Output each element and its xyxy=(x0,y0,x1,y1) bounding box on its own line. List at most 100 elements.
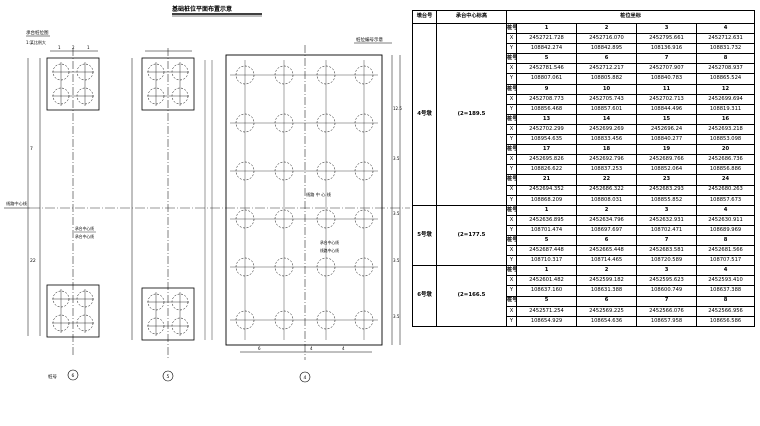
table-cell: 108697.697 xyxy=(576,224,637,236)
center-caption-3: 线路中心线 xyxy=(320,248,339,253)
table-cell: 2452702.299 xyxy=(516,123,577,136)
row-label: Y xyxy=(506,164,517,176)
table-cell: 108868.209 xyxy=(516,194,577,206)
center-caption-2: 承台中心线 xyxy=(320,240,339,245)
table-cell: 108654.929 xyxy=(516,315,577,327)
row-label: 桩号 xyxy=(506,265,517,277)
row-label: X xyxy=(506,275,517,287)
row-label: X xyxy=(506,184,517,196)
table-cell: 24 xyxy=(695,174,756,186)
header-elevation: 承台中心标高 xyxy=(436,10,507,24)
table-cell: 21 xyxy=(516,174,577,186)
dim-left-v: 7 xyxy=(30,146,33,152)
table-cell: 7 xyxy=(636,53,697,65)
row-label: 桩号 xyxy=(506,174,517,186)
table-cell: 108842.274 xyxy=(516,43,577,55)
table-cell: 2452665.448 xyxy=(576,245,637,257)
table-cell: 2452716.070 xyxy=(576,33,637,45)
row-label: X xyxy=(506,123,517,136)
table-cell: 2452566.956 xyxy=(695,305,756,317)
table-cell: 108826.622 xyxy=(516,164,577,176)
table-cell: 108657.958 xyxy=(636,315,697,327)
row-label: 桩号 xyxy=(506,234,517,247)
table-cell: 8 xyxy=(695,234,756,247)
table-cell: 7 xyxy=(636,234,697,247)
caption-a-1: 承台桩位图 xyxy=(26,29,49,36)
table-cell: 2452632.931 xyxy=(636,214,697,226)
row-label: X xyxy=(506,245,517,257)
row-label: 桩号 xyxy=(506,113,517,125)
row-label: 桩号 xyxy=(506,83,517,95)
bottom-label-left: 桩号 xyxy=(48,373,57,380)
dim-b1: 6 xyxy=(258,346,261,351)
table-cell: 2452781.546 xyxy=(516,63,577,75)
table-cell: 2452692.796 xyxy=(576,154,637,166)
table-cell: 2452712.631 xyxy=(695,33,756,45)
table-cell: 6 xyxy=(576,234,637,247)
table-cell: 2452689.766 xyxy=(636,154,697,166)
table-cell: 2452687.448 xyxy=(516,245,577,257)
table-cell: 108844.496 xyxy=(636,103,697,115)
table-cell: 14 xyxy=(576,113,637,125)
row-label: X xyxy=(506,154,517,166)
table-cell: 108637.388 xyxy=(695,285,756,297)
row-label: 桩号 xyxy=(506,204,517,216)
table-cell: 5 xyxy=(516,234,577,247)
table-cell: 17 xyxy=(516,144,577,156)
row-label: Y xyxy=(506,285,517,297)
table-cell: 108857.673 xyxy=(695,194,756,206)
table-cell: 4 xyxy=(695,22,756,35)
elevation-cell: (2=189.5 xyxy=(436,23,507,206)
table-cell: 2452601.482 xyxy=(516,275,577,287)
table-cell: 108600.749 xyxy=(636,285,697,297)
row-label: X xyxy=(506,214,517,226)
row-label: Y xyxy=(506,255,517,267)
table-cell: 16 xyxy=(695,113,756,125)
table-cell: 108808.031 xyxy=(576,194,637,206)
table-cell: 108853.098 xyxy=(695,134,756,146)
table-cell: 108852.064 xyxy=(636,164,697,176)
table-cell: 108856.886 xyxy=(695,164,756,176)
table-cell: 2452693.218 xyxy=(695,123,756,136)
dim-top-1: 1 xyxy=(58,45,61,50)
table-cell: 108840.783 xyxy=(636,73,697,85)
table-cell: 2452696.24 xyxy=(636,123,697,136)
table-cell: 108833.456 xyxy=(576,134,637,146)
row-label: Y xyxy=(506,134,517,146)
table-cell: 2452681.566 xyxy=(695,245,756,257)
table-cell: 4 xyxy=(695,265,756,277)
center-caption-1: 线路 中 心 线 xyxy=(306,191,332,198)
table-cell: 2452694.352 xyxy=(516,184,577,196)
pier-6-label: 6 xyxy=(67,369,79,381)
table-cell: 108714.465 xyxy=(576,255,637,267)
table-cell: 1 xyxy=(516,265,577,277)
table-cell: 108837.253 xyxy=(576,164,637,176)
row-label: Y xyxy=(506,73,517,85)
row-label: Y xyxy=(506,103,517,115)
table-cell: 108136.916 xyxy=(636,43,697,55)
table-cell: 6 xyxy=(576,53,637,65)
table-cell: 108807.061 xyxy=(516,73,577,85)
table-cell: 108631.388 xyxy=(576,285,637,297)
row-label: X xyxy=(506,63,517,75)
table-cell: 108805.882 xyxy=(576,73,637,85)
table-cell: 3 xyxy=(636,22,697,35)
table-cell: 5 xyxy=(516,53,577,65)
table-cell: 2452680.263 xyxy=(695,184,756,196)
table-cell: 15 xyxy=(636,113,697,125)
table-cell: 22 xyxy=(576,174,637,186)
table-cell: 108656.586 xyxy=(695,315,756,327)
drawing-title: 基础桩位平面布置示意 xyxy=(171,5,232,13)
pier-5-label: 5 xyxy=(162,370,174,382)
dim-r4: 3.5 xyxy=(393,258,400,263)
table-cell: 1 xyxy=(516,22,577,35)
row-label: Y xyxy=(506,315,517,327)
table-cell: 18 xyxy=(576,144,637,156)
table-cell: 9 xyxy=(516,83,577,95)
row-label: X xyxy=(506,93,517,105)
pier-4-label: 4 xyxy=(299,371,311,383)
